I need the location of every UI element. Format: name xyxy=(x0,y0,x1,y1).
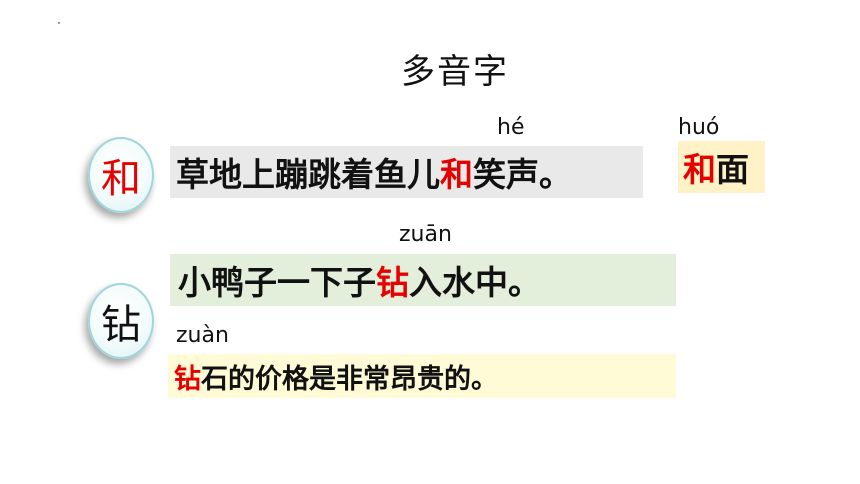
sentence-row-2: 小鸭子一下子钻入水中。 xyxy=(170,254,676,306)
highlight-char: 钻 xyxy=(174,363,201,395)
sentence-text: 石的价格是非常昂贵的。 xyxy=(201,363,498,395)
pinyin-zuan4: zuàn xyxy=(176,323,229,348)
char-circle-he: 和 xyxy=(88,137,154,213)
sentence-text: 入水中。 xyxy=(409,263,541,302)
page-title: 多音字 xyxy=(401,52,509,92)
sentence-text: 草地上蹦跳着鱼儿 xyxy=(176,155,440,194)
char-label: 钻 xyxy=(101,302,141,348)
sentence-text: 笑声。 xyxy=(473,155,572,194)
word-text: 面 xyxy=(716,150,749,189)
pinyin-zuan1: zuān xyxy=(399,222,452,247)
pinyin-he: hé xyxy=(497,115,525,140)
highlight-char: 和 xyxy=(683,150,716,189)
highlight-char: 和 xyxy=(440,155,473,194)
char-circle-zuan: 钻 xyxy=(88,283,154,359)
highlight-char: 钻 xyxy=(376,263,409,302)
word-box-huomian: 和面 xyxy=(678,141,765,193)
sentence-text: 小鸭子一下子 xyxy=(178,263,376,302)
pinyin-huo: huó xyxy=(678,115,720,140)
sentence-row-3: 钻石的价格是非常昂贵的。 xyxy=(168,354,676,398)
sentence-row-1: 草地上蹦跳着鱼儿和笑声。 xyxy=(170,146,643,198)
char-label: 和 xyxy=(101,156,141,202)
decorative-dot xyxy=(58,22,60,24)
